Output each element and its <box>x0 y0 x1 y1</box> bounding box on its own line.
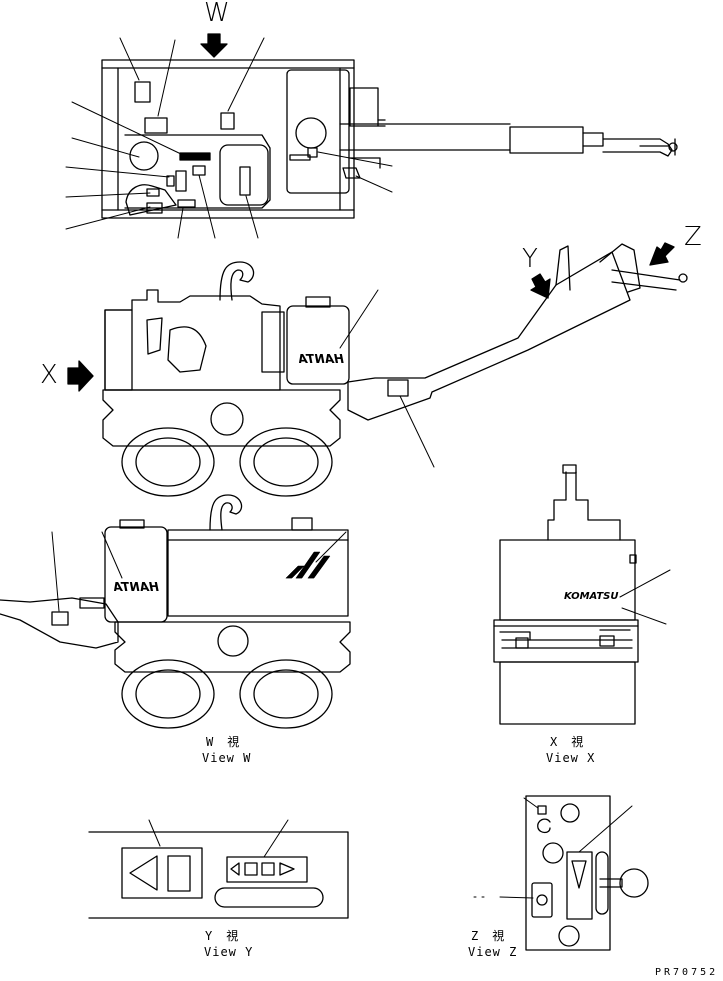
view-y-letter: Y <box>522 244 538 274</box>
view-z-arrow <box>649 242 675 266</box>
view-w-drawing <box>65 33 678 239</box>
view-z-caption: View Z <box>468 945 518 959</box>
view-w-caption: View W <box>202 751 252 765</box>
view-y-caption: View Y <box>204 945 254 959</box>
view-w-caption-kanji: W 視 <box>206 735 241 749</box>
view-y-arrow <box>530 273 551 299</box>
drawing-code: PR70752 <box>655 967 719 978</box>
view-z-drawing <box>473 795 649 951</box>
view-z-caption-kanji: Z 視 <box>471 929 506 943</box>
view-x-caption-kanji: X 視 <box>550 735 585 749</box>
view-x-arrow <box>67 360 94 392</box>
view-x-drawing <box>493 464 671 725</box>
komatsu-decal: KOMATSU <box>564 591 619 602</box>
view-x-caption: View X <box>546 751 596 765</box>
hanta-decal-view-w: HANTA <box>113 580 159 594</box>
view-y-caption-kanji: Y 視 <box>205 929 240 943</box>
view-z-letter: Z <box>684 222 702 252</box>
hanta-decal-side: HANTA <box>298 352 344 366</box>
view-w-letter: W <box>204 0 230 28</box>
view-y-drawing <box>88 819 349 919</box>
side-view-drawing <box>67 242 688 497</box>
view-x-letter: X <box>40 360 58 390</box>
view-w-arrow <box>200 33 228 58</box>
view-w-side-drawing <box>0 494 351 729</box>
